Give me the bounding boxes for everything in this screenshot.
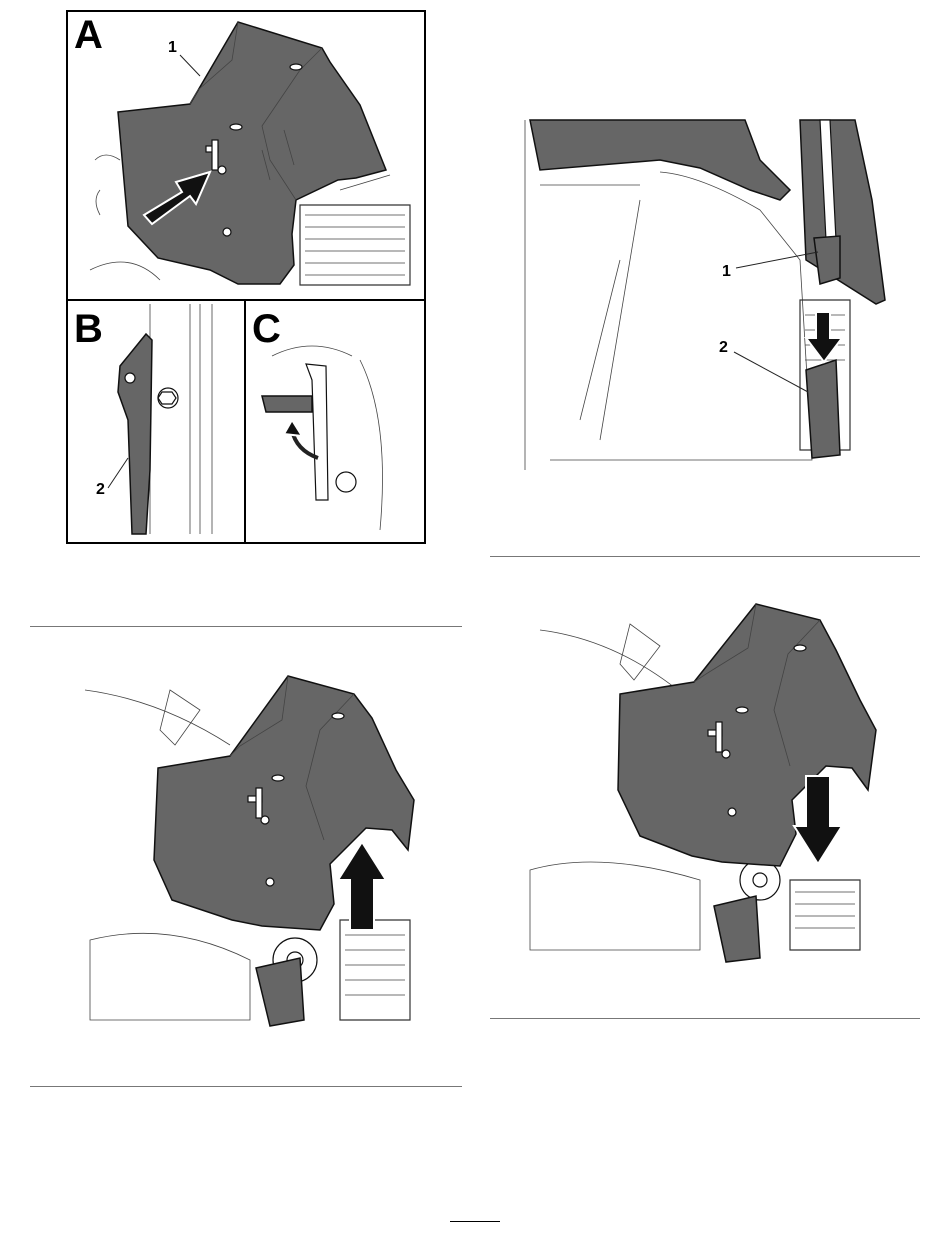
page-footer-rule: [450, 1221, 500, 1222]
figure-4: [530, 604, 876, 962]
figure-4-bottom-rule: [490, 1018, 920, 1019]
